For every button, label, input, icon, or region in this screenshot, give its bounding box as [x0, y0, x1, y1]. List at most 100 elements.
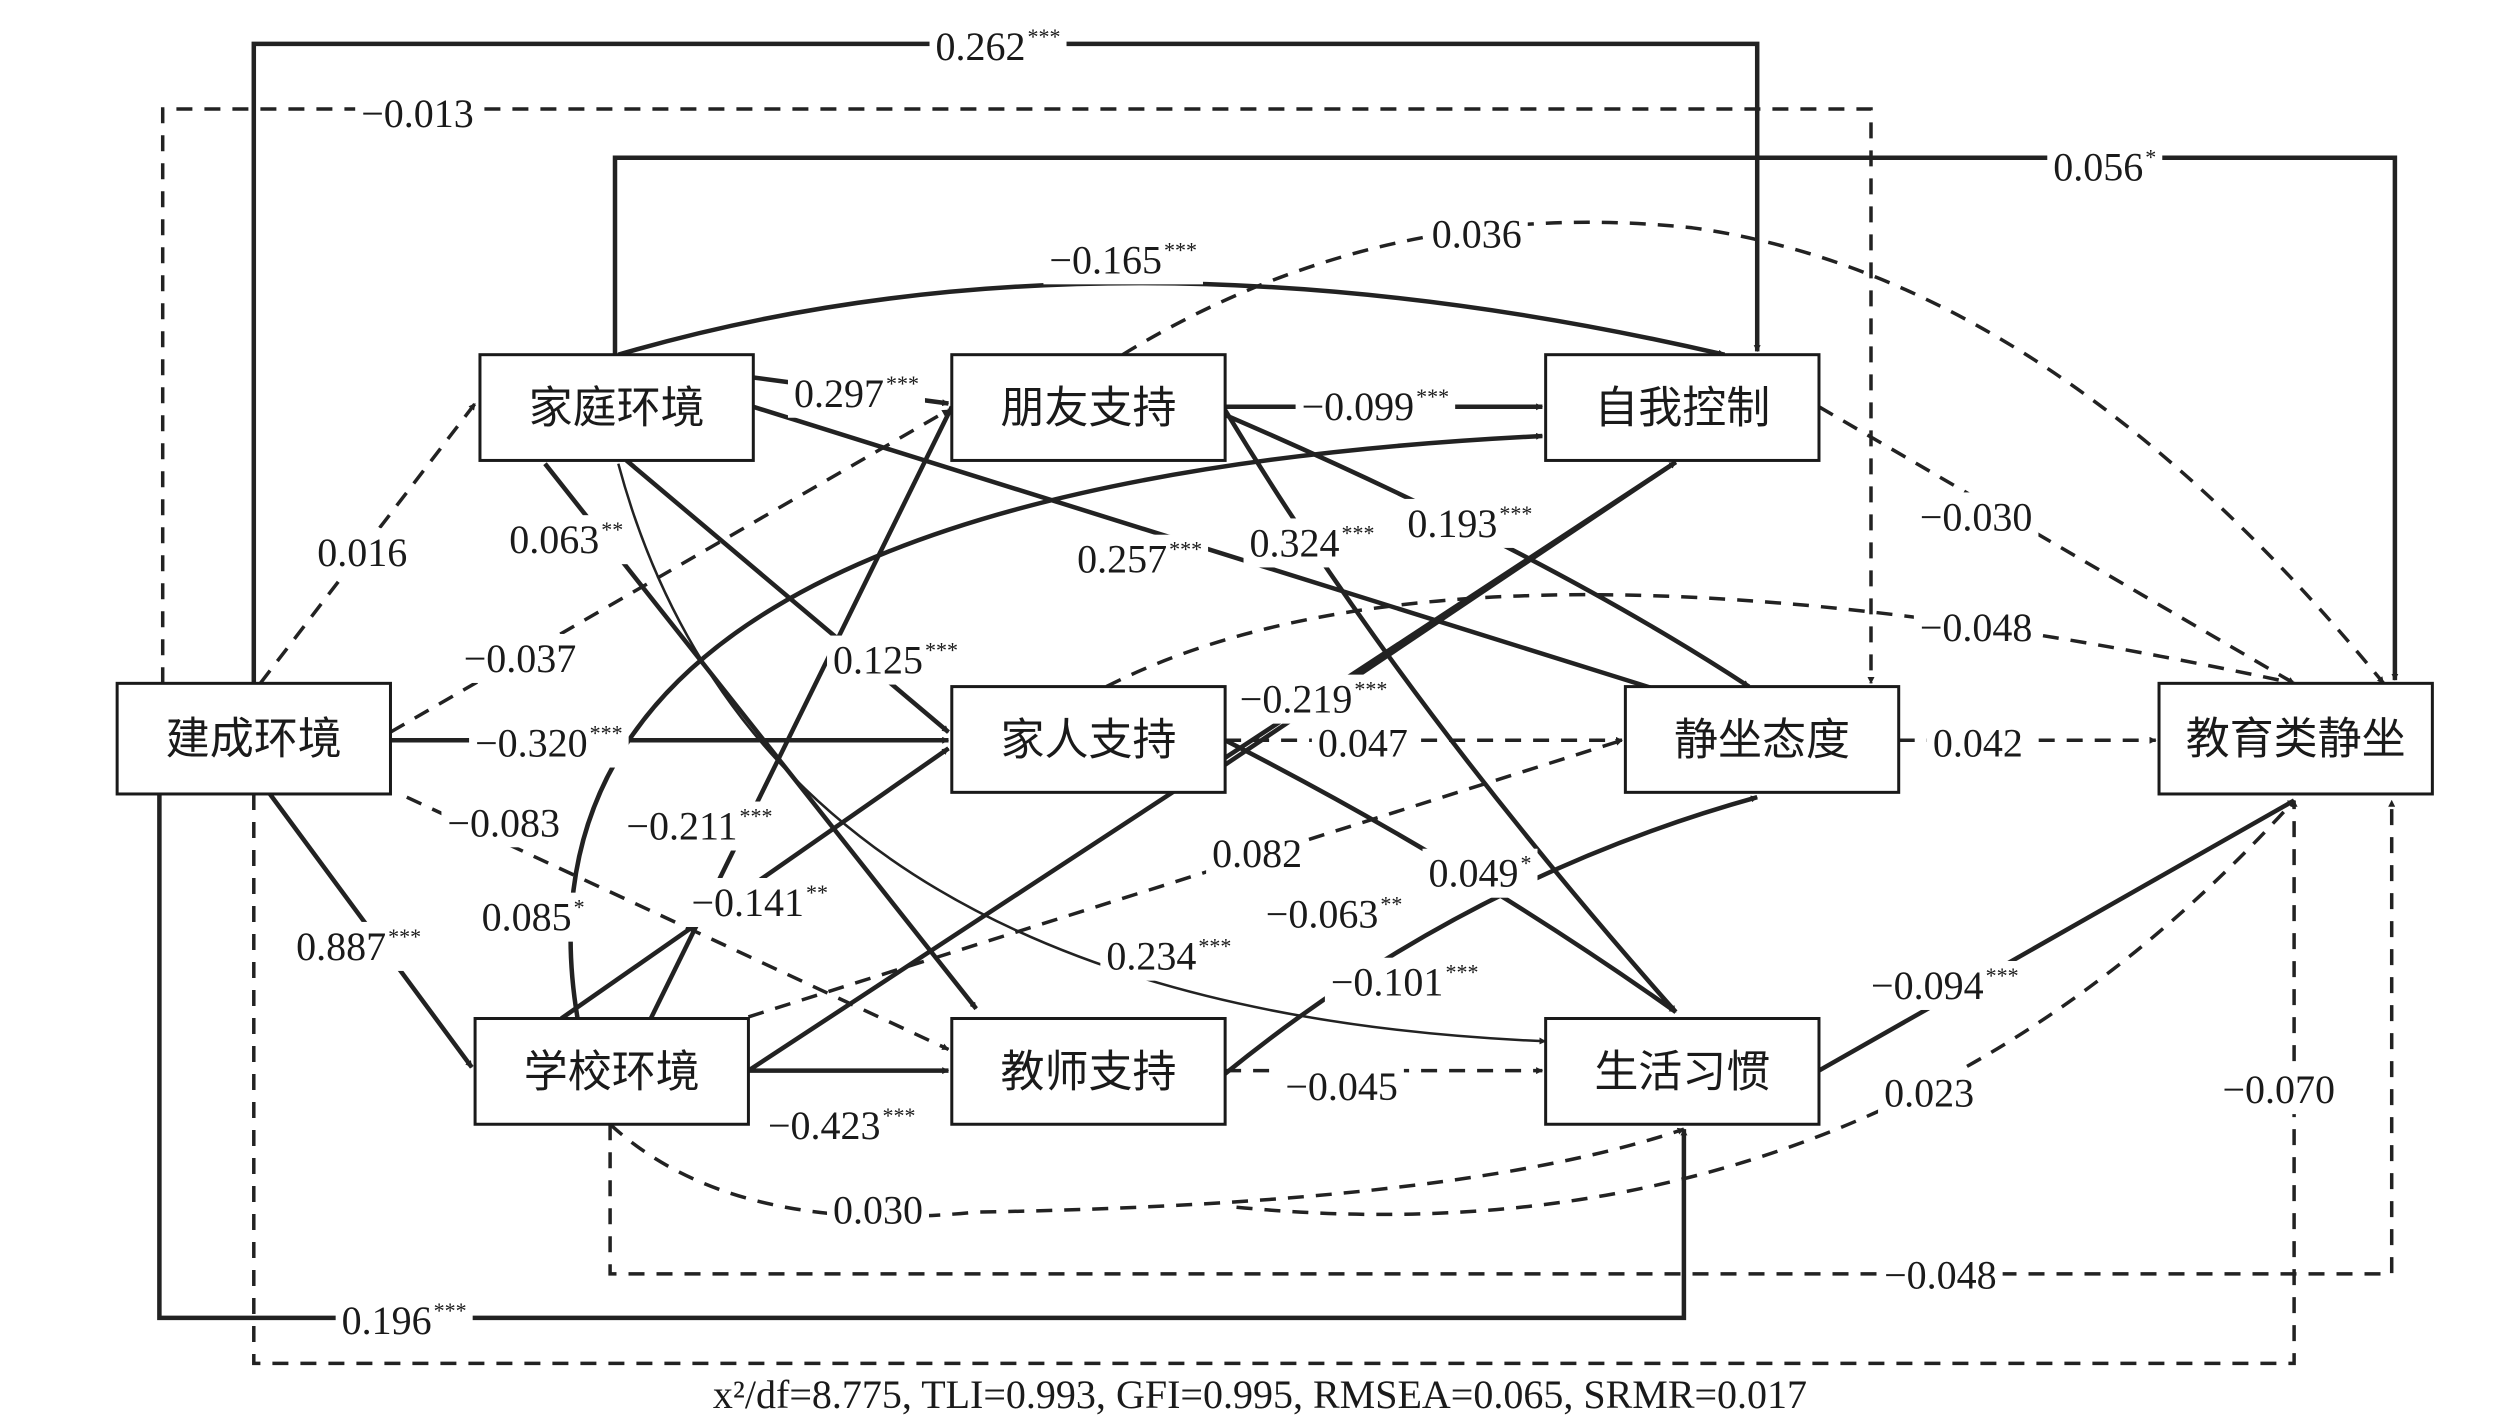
node-label: 朋友支持	[1000, 383, 1176, 434]
label-background	[503, 515, 630, 565]
path-edge	[747, 738, 1623, 1019]
label-background	[1422, 848, 1538, 898]
label-background	[1913, 492, 2039, 542]
coefficient-value: 0.049	[1429, 851, 1519, 896]
label-background	[1311, 718, 1414, 768]
path-coefficient: 0.082	[1206, 829, 1309, 879]
path-coefficient: −0.101***	[1324, 957, 1485, 1007]
coefficient-value: −0.219	[1240, 677, 1353, 722]
significance-stars: ***	[1416, 384, 1449, 409]
node-label: 教师支持	[1000, 1046, 1176, 1097]
path-edge	[617, 280, 1726, 357]
coefficient-value: −0.423	[768, 1103, 881, 1148]
coefficient-value: 0.257	[1077, 537, 1167, 582]
coefficient-value: −0.037	[464, 636, 577, 681]
node-label: 自我控制	[1594, 383, 1770, 434]
path-edge	[160, 107, 1875, 684]
node-boxes: 建成环境家庭环境学校环境朋友支持家人支持教师支持自我控制静坐态度生活习惯教育类静…	[115, 353, 2434, 1126]
path-edge	[612, 155, 2399, 681]
significance-stars: ***	[1445, 960, 1478, 985]
label-background	[2047, 142, 2163, 192]
significance-stars: ***	[388, 924, 421, 949]
path-coefficient: 0.196***	[335, 1296, 473, 1346]
node-sedentary-attitude: 静坐态度	[1623, 685, 1901, 794]
label-background	[761, 1100, 922, 1150]
path-edge	[1818, 405, 2295, 685]
coefficient-value: 0.193	[1407, 501, 1497, 546]
path-coefficient: 0.042	[1926, 718, 2029, 768]
node-label: 学校环境	[524, 1046, 700, 1097]
path-coefficient: 0.262***	[929, 22, 1067, 72]
node-self-control: 自我控制	[1544, 353, 1821, 462]
significance-stars: ***	[1342, 520, 1375, 545]
label-background	[1100, 931, 1238, 981]
coefficient-value: 0.887	[296, 924, 386, 969]
coefficient-value: 0.016	[317, 530, 407, 575]
node-label: 教育类静坐	[2186, 714, 2406, 765]
label-background	[475, 892, 591, 942]
coefficient-value: 0.085	[482, 895, 572, 940]
significance-stars: ***	[1499, 501, 1532, 526]
coefficient-value: 0.047	[1318, 721, 1408, 766]
label-background	[929, 22, 1067, 72]
significance-stars: ***	[590, 721, 623, 746]
path-coefficient: 0.063**	[503, 515, 630, 565]
path-coefficient: 0.085*	[475, 892, 591, 942]
path-coefficient: 0.324***	[1243, 518, 1381, 568]
fit-index: RMSEA=0.065,	[1313, 1372, 1583, 1417]
label-background	[290, 921, 428, 971]
label-background	[1071, 534, 1209, 584]
node-built-env: 建成环境	[115, 681, 392, 796]
coefficient-value: 0.036	[1432, 211, 1522, 256]
coefficient-value: 0.056	[2053, 145, 2143, 190]
path-edge	[624, 458, 950, 734]
path-coefficient: −0.099***	[1295, 381, 1456, 431]
path-coefficient: 0.049*	[1422, 848, 1538, 898]
label-background	[1926, 718, 2029, 768]
coefficient-value: −0.048	[1884, 1253, 1997, 1298]
coefficient-value: −0.101	[1331, 960, 1444, 1005]
label-background	[1401, 498, 1539, 548]
label-background	[1233, 674, 1394, 724]
path-coefficient: −0.165***	[1043, 235, 1203, 285]
coefficient-value: −0.083	[447, 800, 560, 845]
significance-stars: ***	[883, 1103, 916, 1128]
path-coefficient: −0.141**	[685, 878, 835, 928]
path-coefficient: 0.023	[1878, 1068, 1981, 1118]
label-background	[1279, 1061, 1404, 1111]
path-coefficient: −0.083	[441, 798, 566, 848]
coefficient-value: −0.211	[626, 804, 737, 849]
label-background	[1913, 603, 2039, 653]
path-coefficient: −0.013	[355, 88, 480, 138]
path-coefficient: −0.423***	[761, 1100, 922, 1150]
label-background	[1425, 209, 1528, 259]
label-background	[1865, 960, 2025, 1010]
node-edu-sedentary: 教育类静坐	[2157, 681, 2434, 796]
label-background	[2216, 1065, 2342, 1115]
label-background	[355, 88, 480, 138]
path-edge	[157, 794, 1688, 1321]
coefficient-value: −0.048	[1920, 605, 2033, 650]
significance-stars: ***	[1169, 537, 1202, 562]
node-family-support: 家人支持	[950, 685, 1227, 794]
node-family-env: 家庭环境	[478, 353, 755, 462]
path-coefficient: −0.048	[1878, 1250, 2003, 1300]
path-coefficient: 0.193***	[1401, 498, 1539, 548]
label-background	[787, 368, 925, 418]
path-coefficient: 0.036	[1425, 209, 1528, 259]
label-background	[457, 633, 583, 683]
fit-index: x²/df=8.775,	[713, 1372, 921, 1417]
significance-stars: ***	[925, 638, 958, 663]
path-coefficient: −0.048	[1913, 603, 2039, 653]
label-background	[469, 718, 629, 768]
path-coefficient: −0.030	[1913, 492, 2039, 542]
significance-stars: ***	[434, 1298, 467, 1323]
coefficient-value: 0.196	[342, 1298, 432, 1343]
path-coefficient: −0.320***	[469, 718, 629, 768]
coefficient-value: −0.320	[475, 721, 588, 766]
path-coefficient: −0.211***	[620, 801, 779, 851]
coefficient-value: −0.063	[1266, 891, 1379, 936]
node-label: 静坐态度	[1674, 714, 1850, 765]
label-background	[827, 635, 965, 685]
significance-stars: **	[1380, 891, 1402, 916]
